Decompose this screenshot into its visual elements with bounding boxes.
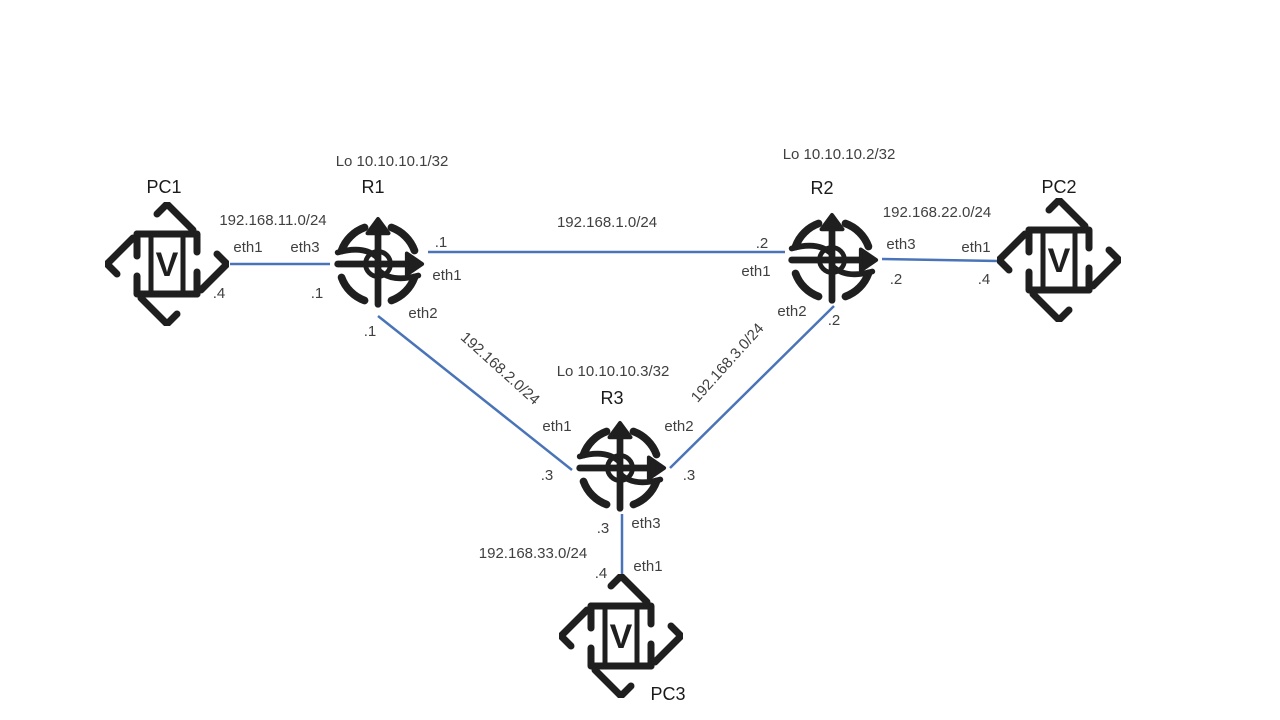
interface-label: eth2 (664, 418, 693, 435)
pc1-name: PC1 (146, 177, 181, 197)
host-address-label: .4 (595, 565, 608, 582)
host-address-label: .1 (311, 285, 324, 302)
pc2-v-glyph: V (1048, 242, 1071, 280)
subnet-label: 192.168.11.0/24 (219, 212, 326, 229)
interface-label: eth3 (631, 515, 660, 532)
host-address-label: .4 (213, 285, 226, 302)
interface-label: eth3 (290, 239, 319, 256)
link-r2-pc2 (881, 257, 999, 263)
r1-loopback: Lo 10.10.10.1/32 (336, 153, 449, 170)
host-address-label: .3 (541, 467, 554, 484)
interface-label: eth1 (633, 558, 662, 575)
interface-label: eth3 (886, 236, 915, 253)
r1-router-icon[interactable] (338, 219, 422, 304)
subnet-label: 192.168.1.0/24 (557, 214, 657, 231)
r1-name: R1 (361, 177, 384, 197)
r2-router-icon[interactable] (792, 215, 876, 300)
subnet-label: 192.168.22.0/24 (883, 204, 991, 221)
host-address-label: .3 (597, 520, 610, 537)
interface-label: eth1 (741, 263, 770, 280)
host-address-label: .2 (828, 312, 841, 329)
r2-name: R2 (810, 178, 833, 198)
subnet-label: 192.168.2.0/24 (457, 329, 543, 409)
r3-router-icon[interactable] (580, 423, 664, 508)
host-address-label: .2 (756, 235, 769, 252)
host-address-label: .1 (364, 323, 377, 340)
link-r2-r3 (669, 305, 835, 469)
subnet-label: 192.168.33.0/24 (479, 545, 587, 562)
pc1-v-glyph: V (156, 246, 179, 284)
interface-label: eth2 (777, 303, 806, 320)
r3-loopback: Lo 10.10.10.3/32 (557, 363, 670, 380)
host-address-label: .2 (890, 271, 903, 288)
host-address-label: .4 (978, 271, 991, 288)
pc3-v-glyph: V (610, 618, 633, 656)
r3-name: R3 (600, 388, 623, 408)
interface-label: eth1 (233, 239, 262, 256)
interface-label: eth1 (961, 239, 990, 256)
host-address-label: .3 (683, 467, 696, 484)
r2-loopback: Lo 10.10.10.2/32 (783, 146, 896, 163)
subnet-label: 192.168.3.0/24 (688, 320, 768, 406)
host-address-label: .1 (435, 234, 448, 251)
interface-label: eth1 (432, 267, 461, 284)
interface-label: eth2 (408, 305, 437, 322)
link-r1-r3 (377, 315, 573, 471)
pc3-name: PC3 (650, 684, 685, 704)
pc2-name: PC2 (1041, 177, 1076, 197)
interface-label: eth1 (542, 418, 571, 435)
